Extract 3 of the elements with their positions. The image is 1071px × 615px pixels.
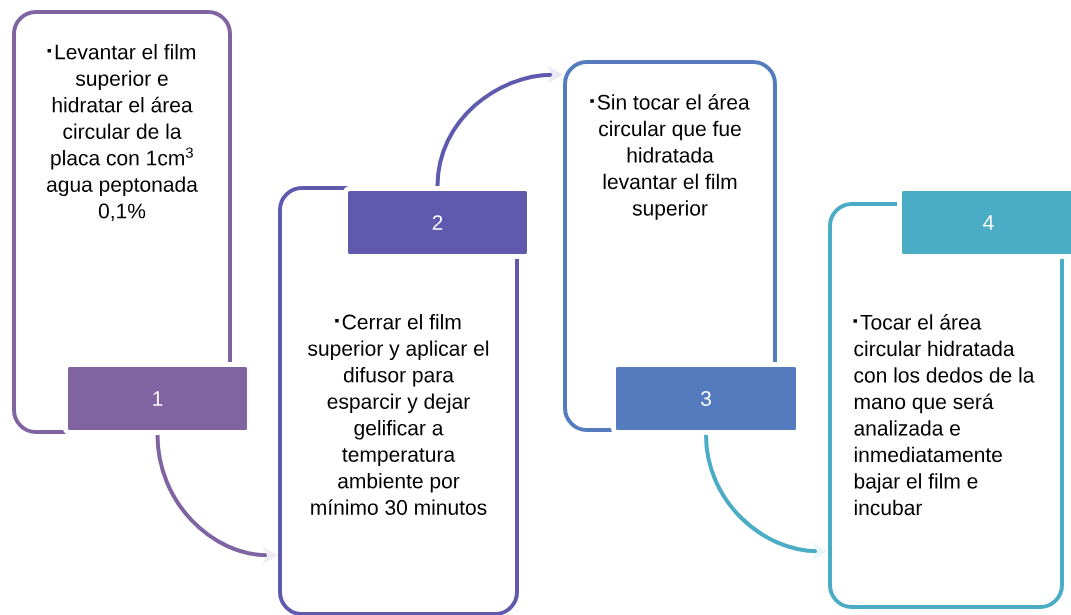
step-number-box: 2 — [343, 186, 532, 259]
step-number-box: 3 — [611, 362, 801, 435]
step-number-box: 1 — [63, 362, 252, 435]
